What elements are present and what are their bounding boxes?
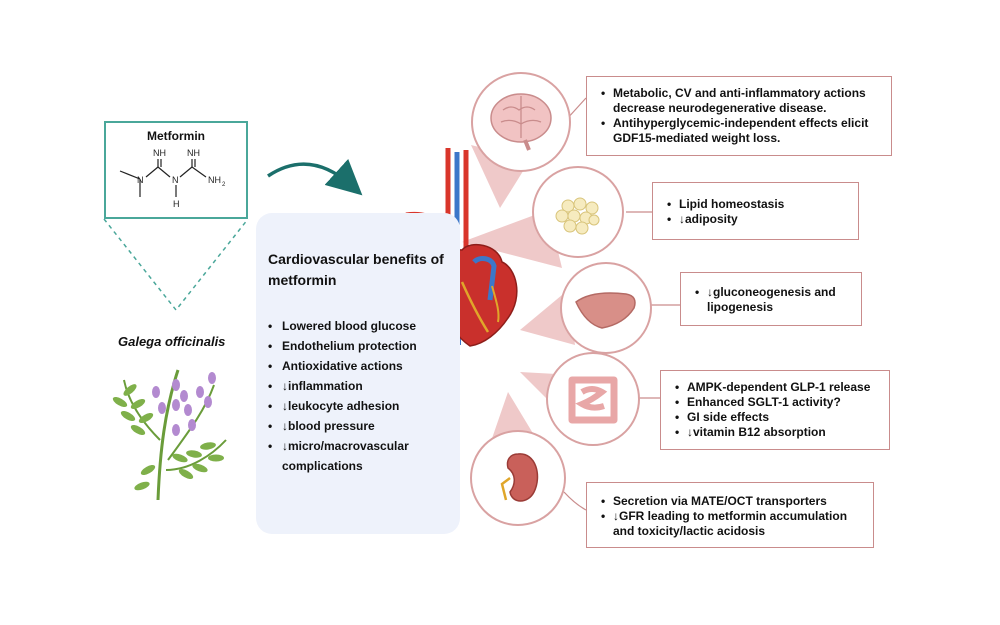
chem-n-mid: N [172,175,179,185]
brain-info-item: Metabolic, CV and anti-inflammatory acti… [601,86,881,116]
kidney-connector [563,491,587,511]
adipose-info-box: Lipid homeostasis ↓adiposity [652,182,859,240]
cv-benefit-item: ↓inflammation [268,376,464,396]
adipose-icon [555,197,600,235]
chem-nh2-subscript: 2 [222,182,226,188]
brain-info-box: Metabolic, CV and anti-inflammatory acti… [586,76,892,156]
metformin-structure-box: Metformin NH NH N N H NH 2 [104,121,248,219]
adipose-circle [532,166,624,258]
intestine-icon [568,376,618,424]
brain-info-item: Antihyperglycemic-independent effects el… [601,116,881,146]
kidney-info-item: ↓GFR leading to metformin accumulation a… [601,509,863,539]
brain-circle [471,72,571,172]
metformin-label: Metformin [147,129,205,143]
curved-arrow [267,158,363,196]
cv-benefits-list: Lowered blood glucose Endothelium protec… [268,316,464,476]
intestine-info-item: AMPK-dependent GLP-1 release [675,380,879,395]
cv-panel-title: Cardiovascular benefits of metformin [268,251,444,288]
kidney-info-item: Secretion via MATE/OCT transporters [601,494,863,509]
cv-benefit-item: Endothelium protection [268,336,464,356]
chem-h-mid: H [173,199,180,209]
dashed-funnel [103,218,249,312]
kidney-icon [500,453,539,502]
chem-nh-top-right: NH [187,148,200,158]
intestine-info-box: AMPK-dependent GLP-1 release Enhanced SG… [660,370,890,450]
cv-benefit-item: ↓leukocyte adhesion [268,396,464,416]
kidney-info-box: Secretion via MATE/OCT transporters ↓GFR… [586,482,874,548]
cv-benefit-item: Lowered blood glucose [268,316,464,336]
liver-circle [560,262,652,354]
cv-benefit-item: ↓blood pressure [268,416,464,436]
liver-info-box: ↓gluconeogenesis and lipogenesis [680,272,862,326]
metformin-structure-icon: NH NH N N H NH 2 [119,148,226,209]
liver-icon [575,292,636,329]
plant-label: Galega officinalis [118,334,226,349]
chem-n-left: N [137,175,144,185]
kidney-circle [470,430,566,526]
adipose-info-item: ↓adiposity [667,212,848,227]
liver-info-item: ↓gluconeogenesis and lipogenesis [695,285,851,315]
intestine-info-item: ↓vitamin B12 absorption [675,425,879,440]
cv-benefit-item: Antioxidative actions [268,356,464,376]
chem-nh2: NH [208,175,221,185]
intestine-circle [546,352,640,446]
intestine-info-item: GI side effects [675,410,879,425]
intestine-info-item: Enhanced SGLT-1 activity? [675,395,879,410]
chem-nh-top-left: NH [153,148,166,158]
cardiovascular-panel: Cardiovascular benefits of metformin Low… [256,213,460,534]
galega-plant-icon [112,369,227,501]
brain-icon [490,93,552,151]
cv-benefit-item: ↓micro/macrovascular complications [268,436,464,476]
adipose-info-item: Lipid homeostasis [667,197,848,212]
